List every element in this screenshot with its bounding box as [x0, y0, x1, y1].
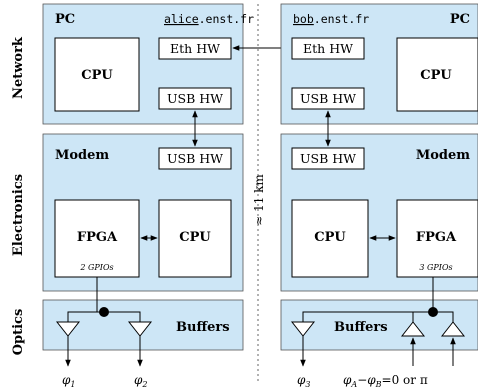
alice-gpio-wire	[67, 277, 98, 322]
alice-gpio-wire-2	[97, 311, 141, 322]
alice-pc-cpu-label: CPU	[81, 68, 113, 83]
alice-fpga	[54, 199, 140, 278]
alice-pc-label: PC	[55, 12, 75, 27]
side-label-optics: Optics	[11, 309, 26, 356]
bob-optics-panel: Buffers	[280, 299, 478, 351]
alice-modem-label: Modem	[55, 148, 109, 163]
bob-modem-usb-hw-label: USB HW	[300, 151, 356, 166]
bob-gpio-wire	[302, 277, 434, 322]
bob-pc-cpu	[396, 37, 478, 112]
alice-modem-panel: Modem USB HW FPGA 2 GPIOs CPU	[42, 133, 244, 292]
side-label-electronics: Electronics	[11, 174, 26, 256]
bob-fpga-label: FPGA	[416, 230, 457, 245]
alice-hostname: alice.enst.fr	[164, 12, 254, 26]
alice-eth-hw-label: Eth HW	[170, 41, 220, 56]
bob-modem-panel: Modem USB HW CPU FPGA 3 GPIOs	[280, 133, 478, 292]
bob-usb-hw-label: USB HW	[300, 91, 356, 106]
alice-optics-panel: Buffers	[42, 299, 244, 351]
bob-eth-hw	[291, 37, 365, 60]
alice-phi-2: φ2	[134, 373, 148, 387]
bob-modem-usb-hw	[291, 147, 365, 170]
alice-gpio-label: 2 GPIOs	[79, 263, 113, 272]
bob-phi-3: φ3	[297, 373, 311, 387]
bob-pc-label: PC	[450, 12, 470, 27]
bob-buffer-3	[440, 321, 466, 337]
bob-modem-cpu-label: CPU	[314, 230, 346, 245]
alice-modem-usb-hw	[158, 147, 232, 170]
bob-pc-panel: bob.enst.fr PC Eth HW USB HW CPU	[280, 3, 478, 125]
bob-usb-hw	[291, 87, 365, 110]
bob-fpga	[396, 199, 478, 278]
alice-phi-1: φ1	[62, 373, 76, 387]
bob-hostname: bob.enst.fr	[293, 12, 369, 26]
bob-gpio-junction	[428, 307, 438, 317]
alice-pc-panel: PC alice.enst.fr CPU Eth HW USB HW	[42, 3, 254, 125]
side-label-network: Network	[11, 36, 26, 99]
bob-phase-condition: φA−φB=0 or π	[343, 373, 428, 387]
alice-usb-hw-label: USB HW	[167, 91, 223, 106]
alice-eth-hw	[158, 37, 232, 60]
bob-gpio-label: 3 GPIOs	[419, 263, 452, 272]
alice-modem-cpu	[158, 199, 232, 278]
alice-pc-cpu	[54, 37, 140, 112]
bob-buffer-2	[400, 321, 426, 337]
alice-usb-hw	[158, 87, 232, 110]
bob-pc-cpu-label: CPU	[420, 68, 452, 83]
distance-label: ≈ 11 km	[252, 174, 266, 226]
alice-gpio-junction	[99, 307, 109, 317]
bob-modem-cpu	[291, 199, 369, 278]
alice-buffers-label: Buffers	[176, 320, 230, 335]
bob-eth-hw-label: Eth HW	[303, 41, 353, 56]
alice-fpga-label: FPGA	[77, 230, 118, 245]
bob-buffers-label: Buffers	[334, 320, 388, 335]
bob-modem-label: Modem	[416, 148, 470, 163]
alice-modem-cpu-label: CPU	[179, 230, 211, 245]
alice-modem-usb-hw-label: USB HW	[167, 151, 223, 166]
